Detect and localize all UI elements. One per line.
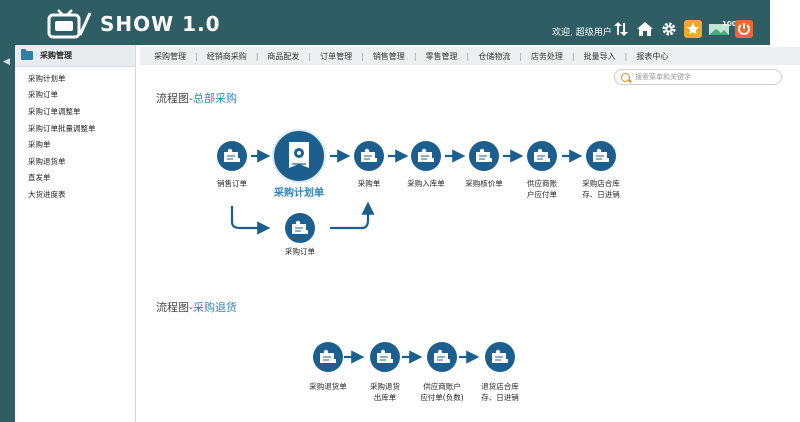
gear-icon[interactable] bbox=[660, 20, 678, 38]
tab-purchase[interactable]: 采购管理 bbox=[154, 51, 186, 61]
nav-divider: | bbox=[413, 51, 417, 61]
flow2-label-return-bill: 采购退货单 bbox=[309, 382, 347, 391]
sidebar-item-purchase-plan[interactable]: 采购计划单 bbox=[28, 73, 66, 83]
nav-divider: | bbox=[466, 51, 470, 61]
document-icon bbox=[292, 220, 308, 234]
flow1-label-sales-order: 销售订单 bbox=[217, 179, 247, 188]
flow1-node-purchase-inbound[interactable] bbox=[411, 141, 441, 171]
document-icon bbox=[534, 148, 550, 162]
flow2-node-return-outbound[interactable] bbox=[370, 342, 400, 372]
document-icon bbox=[593, 148, 609, 162]
document-icon bbox=[434, 349, 450, 363]
nav-divider: | bbox=[255, 51, 259, 61]
transfer-icon[interactable] bbox=[612, 20, 630, 38]
sidebar-item-direct-ship[interactable]: 直发单 bbox=[28, 173, 51, 183]
document-icon bbox=[476, 148, 492, 162]
star-icon[interactable] bbox=[684, 20, 702, 38]
flow1-title: 流程图-总部采购 bbox=[156, 90, 237, 106]
document-icon bbox=[361, 148, 377, 162]
sidebar: 采购管理 采购计划单 采购订单 采购订单调整单 采购订单批量调整单 采购单 采购… bbox=[15, 45, 136, 422]
top-nav: 采购管理 | 经销商采购 | 商品配发 | 订单管理 | 销售管理 | 零售管理… bbox=[140, 47, 800, 65]
flow2-node-supplier-payable-neg[interactable] bbox=[427, 342, 457, 372]
flow2-node-return-store-stock[interactable] bbox=[485, 342, 515, 372]
flow1-node-supplier-payable[interactable] bbox=[527, 141, 557, 171]
sidebar-item-purchase-order[interactable]: 采购订单 bbox=[28, 90, 58, 100]
flow1-label-store-stock: 采购店合库 存、日进销 bbox=[582, 179, 620, 199]
search-input[interactable] bbox=[635, 73, 775, 81]
brand-title: SHOW 1.0 bbox=[100, 12, 221, 36]
flow1-label-purchase-bill: 采购单 bbox=[357, 179, 381, 188]
tab-distribution[interactable]: 商品配发 bbox=[267, 51, 300, 61]
collapse-arrow-icon[interactable]: ◀ bbox=[3, 57, 10, 67]
flow1-node-sales-order[interactable] bbox=[217, 141, 247, 171]
tab-import[interactable]: 批量导入 bbox=[583, 51, 616, 61]
nav-divider: | bbox=[571, 51, 575, 61]
header-right-gap bbox=[770, 0, 800, 45]
tv-logo-icon bbox=[47, 9, 92, 39]
flow2-label-return-outbound: 采购退货 出库单 bbox=[370, 382, 400, 402]
message-badge-count: 100 bbox=[722, 20, 737, 28]
flow1-node-price-check[interactable] bbox=[469, 141, 499, 171]
sidebar-header[interactable]: 采购管理 bbox=[15, 45, 135, 67]
flow1-node-purchase-bill[interactable] bbox=[354, 141, 384, 171]
document-icon bbox=[492, 349, 508, 363]
flow1-title-highlight: 总部采购 bbox=[192, 92, 237, 105]
document-icon bbox=[224, 148, 240, 162]
flow1-label-supplier-payable: 供应商账 户应付单 bbox=[527, 179, 557, 199]
collapse-strip[interactable]: ◀ bbox=[0, 45, 15, 422]
home-icon[interactable] bbox=[636, 20, 654, 38]
nav-divider: | bbox=[624, 51, 628, 61]
flow1-node-store-stock[interactable] bbox=[586, 141, 616, 171]
flow1-node-purchase-order[interactable] bbox=[285, 213, 315, 243]
sidebar-item-purchase-return[interactable]: 采购退货单 bbox=[28, 156, 66, 166]
flow2-label-return-store-stock: 退货店合库 存、日进销 bbox=[481, 382, 519, 402]
sidebar-item-batch-adjust[interactable]: 采购订单批量调整单 bbox=[28, 123, 96, 133]
document-icon bbox=[320, 349, 336, 363]
sidebar-item-order-adjust[interactable]: 采购订单调整单 bbox=[28, 106, 81, 116]
flow2-title: 流程图-采购退货 bbox=[156, 299, 237, 315]
tab-warehouse[interactable]: 仓储物流 bbox=[478, 51, 511, 61]
sidebar-item-purchase-bill[interactable]: 采购单 bbox=[28, 140, 51, 150]
document-icon bbox=[377, 349, 393, 363]
folder-icon bbox=[21, 49, 33, 60]
flow2-label-supplier-payable-neg: 供应商账户 应付单(负数) bbox=[420, 382, 464, 402]
power-icon[interactable] bbox=[735, 20, 753, 38]
tab-reports[interactable]: 报表中心 bbox=[636, 51, 669, 61]
nav-divider: | bbox=[519, 51, 522, 61]
flow1-label-purchase-order: 采购订单 bbox=[285, 247, 315, 256]
tab-dealer-purchase[interactable]: 经销商采购 bbox=[206, 51, 247, 61]
flow2-node-return-bill[interactable] bbox=[313, 342, 343, 372]
nav-divider: | bbox=[308, 51, 312, 61]
search-icon bbox=[621, 72, 630, 82]
flow1-label-purchase-plan: 采购计划单 bbox=[274, 188, 324, 199]
tab-retail[interactable]: 零售管理 bbox=[425, 51, 458, 61]
welcome-text: 欢迎, 超级用户 bbox=[552, 28, 612, 38]
sidebar-item-progress[interactable]: 大货进度表 bbox=[28, 189, 66, 199]
flow2-title-prefix: 流程图- bbox=[156, 301, 193, 314]
tab-sales[interactable]: 销售管理 bbox=[372, 51, 405, 61]
nav-divider: | bbox=[195, 51, 198, 61]
sidebar-title: 采购管理 bbox=[40, 51, 72, 60]
flow1-title-prefix: 流程图- bbox=[156, 92, 193, 105]
flow1-label-price-check: 采购核价单 bbox=[465, 179, 503, 188]
tab-store[interactable]: 店务处理 bbox=[530, 51, 563, 61]
nav-divider: | bbox=[361, 51, 364, 61]
flow1-node-purchase-plan[interactable] bbox=[272, 129, 326, 183]
tab-orders[interactable]: 订单管理 bbox=[320, 51, 353, 61]
flow1-label-purchase-inbound: 采购入库单 bbox=[407, 179, 445, 188]
message-icon[interactable] bbox=[708, 20, 730, 38]
flow2-title-highlight: 采购退货 bbox=[192, 301, 237, 314]
search-box[interactable] bbox=[614, 69, 782, 85]
header-bar: SHOW 1.0 欢迎, 超级用户 100 bbox=[0, 0, 800, 45]
document-icon bbox=[418, 148, 434, 162]
plan-document-icon bbox=[289, 142, 309, 168]
